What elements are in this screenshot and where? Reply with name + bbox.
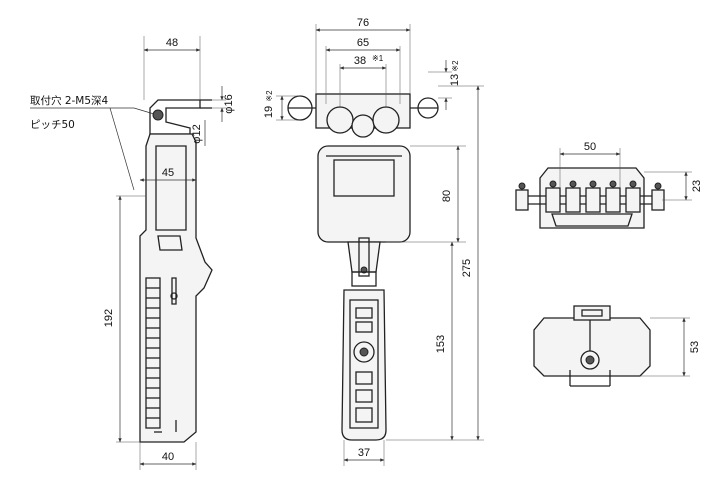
bottom-tab: [573, 305, 611, 321]
side-dim-40: 40: [162, 451, 174, 463]
side-dim-45: 45: [162, 167, 174, 179]
bottom-dim-53: 53: [689, 341, 701, 353]
side-dim-phi16: φ16: [223, 94, 235, 113]
front-roller-1: [326, 106, 354, 134]
side-view: 48 φ16 φ12 取付穴 2-M5深4 ピッチ50 45 192 40: [30, 36, 235, 470]
front-button-1: [355, 307, 373, 319]
front-button-3: [355, 371, 373, 385]
front-dim-19-note: ※2: [265, 90, 274, 102]
mount-note-line2: ピッチ50: [30, 119, 75, 131]
front-dim-65: 65: [357, 37, 369, 49]
front-dim-19: 19: [263, 106, 275, 118]
front-dim-13-note: ※2: [451, 60, 460, 72]
front-dim-13: 13: [449, 74, 461, 86]
side-grip-knob: [171, 277, 177, 305]
front-roller-3: [372, 106, 400, 134]
side-grip-ribs: [145, 277, 161, 429]
bottom-view: 53: [533, 305, 701, 387]
front-handle: [341, 289, 387, 441]
front-dim-37: 37: [358, 447, 370, 459]
front-view: 76 65 38 ※1 19 ※2 13 ※2 80 275: [263, 17, 484, 466]
front-display-window: [333, 159, 395, 197]
front-dim-153: 153: [435, 335, 447, 353]
front-button-panel: [349, 299, 379, 429]
side-head-panel: [155, 145, 187, 231]
top-view: 50 23: [515, 141, 703, 229]
top-rollers: [515, 180, 665, 213]
front-dim-76: 76: [357, 17, 369, 29]
top-dim-50: 50: [584, 141, 596, 153]
front-dim-38: 38: [354, 55, 366, 67]
front-button-2: [355, 321, 373, 333]
mount-note-line1: 取付穴 2-M5深4: [30, 94, 109, 107]
front-dim-275: 275: [461, 259, 473, 277]
front-button-5: [355, 407, 373, 423]
side-dim-48: 48: [166, 37, 178, 49]
front-dim-80: 80: [441, 190, 453, 202]
side-dim-phi12: φ12: [191, 124, 203, 143]
side-dim-192: 192: [103, 309, 115, 327]
side-clamp-roller: [152, 109, 164, 121]
top-dim-23: 23: [691, 180, 703, 192]
front-dim-38-note: ※1: [372, 54, 384, 63]
front-roller-2: [351, 114, 375, 138]
front-button-4: [355, 389, 373, 403]
